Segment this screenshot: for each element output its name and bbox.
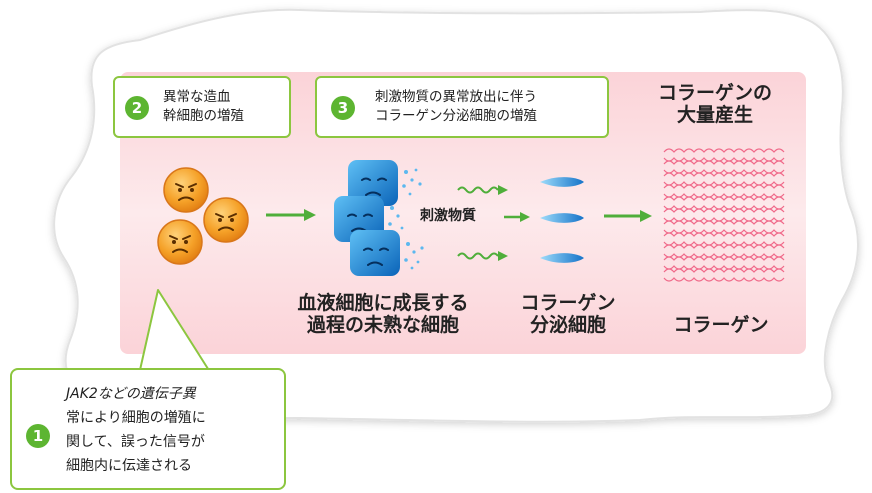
- immature-cells-label: 血液細胞に成長する 過程の未熟な細胞: [268, 292, 498, 337]
- collagen-fiber: [663, 148, 785, 153]
- orange-cell: [203, 197, 249, 243]
- arrow-right: [266, 209, 316, 221]
- collagen-label: コラーゲン: [673, 314, 769, 336]
- collagen-fiber: [663, 265, 785, 270]
- collagen-fibers: [663, 148, 785, 282]
- step-1-badge: 1: [26, 424, 50, 448]
- seed-cell: [540, 213, 584, 223]
- wavy-arrow-top: [457, 185, 508, 195]
- orange-cell: [163, 167, 209, 213]
- heading-line: 大量産生: [676, 104, 753, 127]
- heading-line: コラーゲンの: [657, 82, 772, 104]
- callout-tail: [139, 289, 211, 373]
- step-2-badge: 2: [125, 96, 149, 120]
- step-1-text: JAK2などの遺伝子異 常により細胞の増殖に 関して、誤った信号が 細胞内に伝達…: [66, 382, 206, 478]
- collagen-fiber: [663, 268, 785, 273]
- arrow-right-short: [504, 212, 530, 222]
- label-line: 血液細胞に成長する: [297, 292, 469, 314]
- step-3-box: 3 刺激物質の異常放出に伴う コラーゲン分泌細胞の増殖: [315, 76, 609, 138]
- abnormal-stem-cells: [157, 167, 249, 265]
- blue-cube-cell: [348, 160, 398, 206]
- collagen-secreting-cells: [540, 177, 584, 263]
- seed-cell: [540, 177, 584, 187]
- step-1-line: 関して、誤った信号が: [66, 434, 205, 450]
- collagen-fiber: [663, 172, 785, 177]
- step-2-text: 異常な造血 幹細胞の増殖: [163, 88, 244, 126]
- collagen-fiber: [663, 277, 785, 282]
- arrow-right: [604, 210, 652, 222]
- collagen-fiber: [663, 196, 785, 201]
- step-1-callout: 1 JAK2などの遺伝子異 常により細胞の増殖に 関して、誤った信号が 細胞内に…: [10, 368, 286, 490]
- blue-cube-cell: [350, 230, 400, 276]
- collagen-fiber: [663, 256, 785, 261]
- step-2-line: 幹細胞の増殖: [163, 108, 244, 124]
- collagen-production-heading: コラーゲンの 大量産生: [640, 82, 790, 127]
- collagen-fiber: [663, 253, 785, 258]
- label-line: 分泌細胞: [529, 314, 606, 337]
- stimulant-label: 刺激物質: [420, 208, 476, 224]
- collagen-fiber: [663, 181, 785, 186]
- collagen-fiber: [663, 169, 785, 174]
- marrow-band: [120, 72, 806, 354]
- orange-cell: [157, 219, 203, 265]
- collagen-fiber: [663, 184, 785, 189]
- collagen-fiber: [663, 244, 785, 249]
- collagen-fiber: [663, 220, 785, 225]
- step-3-line: コラーゲン分泌細胞の増殖: [375, 108, 537, 124]
- collagen-fiber: [663, 229, 785, 234]
- collagen-fiber: [663, 193, 785, 198]
- step-3-text: 刺激物質の異常放出に伴う コラーゲン分泌細胞の増殖: [375, 88, 537, 126]
- collagen-fiber: [663, 208, 785, 213]
- step-1-line: 細胞内に伝達される: [66, 458, 192, 474]
- label-line: コラーゲン: [520, 292, 616, 314]
- step-2-line: 異常な造血: [163, 89, 231, 105]
- secreting-cells-label: コラーゲン 分泌細胞: [508, 292, 628, 337]
- collagen-fiber: [663, 217, 785, 222]
- step-1-line: 常により細胞の増殖に: [66, 410, 206, 426]
- collagen-fiber: [663, 157, 785, 162]
- label-line: 過程の未熟な細胞: [306, 314, 459, 337]
- collagen-fiber: [663, 205, 785, 210]
- wavy-arrow-bottom: [457, 251, 508, 261]
- collagen-fiber: [663, 241, 785, 246]
- step-2-box: 2 異常な造血 幹細胞の増殖: [113, 76, 291, 138]
- collagen-fiber: [663, 232, 785, 237]
- step-1-line: JAK2などの遺伝子異: [66, 386, 196, 402]
- collagen-fiber: [663, 160, 785, 165]
- step-3-badge: 3: [331, 96, 355, 120]
- immature-cells: [334, 160, 424, 276]
- step-3-line: 刺激物質の異常放出に伴う: [375, 89, 537, 105]
- stimulant-particles: [388, 168, 424, 270]
- seed-cell: [540, 253, 584, 263]
